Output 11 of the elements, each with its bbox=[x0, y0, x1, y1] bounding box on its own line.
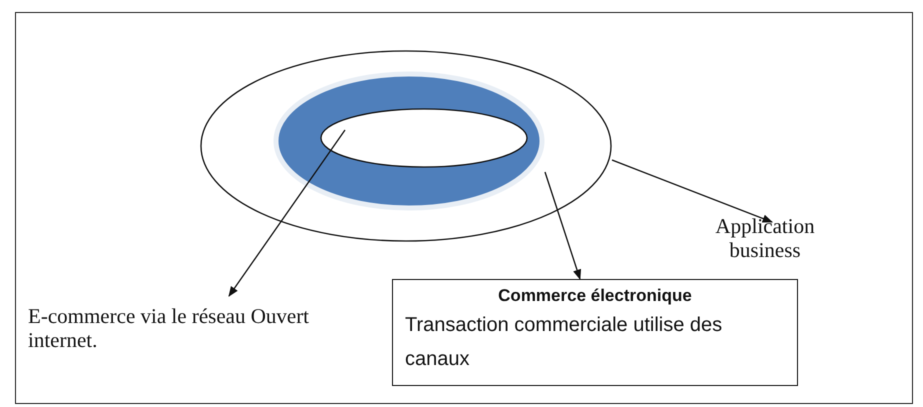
box-heading: Commerce électronique bbox=[497, 286, 693, 306]
outer-ellipse bbox=[200, 50, 612, 242]
inner-ellipse bbox=[320, 108, 528, 168]
leader-arrow bbox=[228, 130, 346, 297]
text-box bbox=[392, 279, 798, 386]
leader-arrow bbox=[612, 159, 773, 223]
box-text: Transaction commerciale utilise des canaux bbox=[405, 313, 724, 372]
ecommerce-label: E-commerce via le réseau Ouvert internet. bbox=[28, 304, 358, 360]
application-label: Application business bbox=[690, 214, 840, 270]
ring-band bbox=[272, 70, 546, 212]
leader-arrow bbox=[544, 172, 582, 280]
